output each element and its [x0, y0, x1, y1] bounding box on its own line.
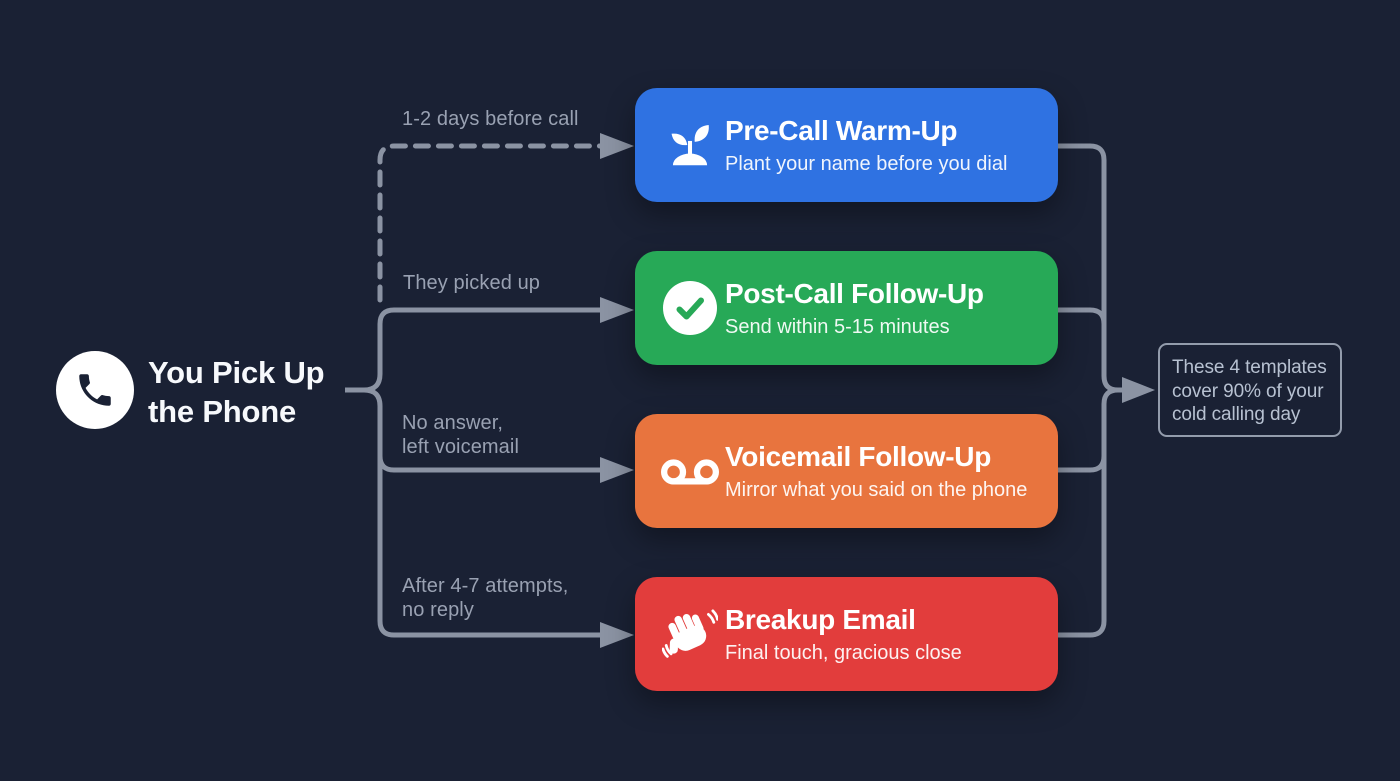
card-subtitle: Mirror what you said on the phone [725, 478, 1028, 501]
arrowhead-voicemail [600, 457, 634, 483]
source-title-line1: You Pick Up [148, 355, 325, 390]
phone-icon [56, 351, 134, 429]
card-precall-warmup: Pre-Call Warm-Up Plant your name before … [635, 88, 1058, 202]
branch-label-precall: 1-2 days before call [402, 108, 579, 130]
card-voicemail-followup: Voicemail Follow-Up Mirror what you said… [635, 414, 1058, 528]
merge-line-postcall [1058, 307, 1107, 325]
branch-label-breakup: After 4-7 attempts, no reply [402, 575, 569, 621]
card-title: Breakup Email [725, 603, 916, 635]
outcome-line1: These 4 templates [1172, 357, 1327, 378]
card-subtitle: Final touch, gracious close [725, 641, 962, 664]
branch-line-postcall [363, 307, 602, 393]
outcome-note: These 4 templates cover 90% of your cold… [1158, 343, 1342, 437]
branch-label-voicemail: No answer, left voicemail [402, 412, 519, 458]
card-subtitle: Plant your name before you dial [725, 152, 1008, 175]
arrowhead-postcall [600, 297, 634, 323]
waving-hand-icon [659, 606, 721, 662]
voicemail-icon [659, 451, 721, 491]
card-title: Pre-Call Warm-Up [725, 114, 958, 146]
merge-line-precall [1058, 143, 1119, 393]
seedling-icon [659, 118, 721, 172]
branch-line-voicemail [377, 455, 602, 473]
arrowhead-precall [600, 133, 634, 159]
branch-line-precall [377, 143, 603, 303]
branch-label-postcall: They picked up [403, 272, 541, 294]
card-title: Post-Call Follow-Up [725, 277, 984, 309]
outcome-line3: cold calling day [1172, 404, 1301, 425]
card-postcall-followup: Post-Call Follow-Up Send within 5-15 min… [635, 251, 1058, 365]
merge-line-voicemail [1058, 455, 1107, 473]
arrowhead-breakup [600, 622, 634, 648]
merge-line-breakup [1058, 387, 1119, 638]
check-circle-icon [659, 281, 721, 335]
card-title: Voicemail Follow-Up [725, 440, 992, 472]
branch-line-breakup [363, 387, 602, 638]
source-title-line2: the Phone [148, 394, 297, 429]
card-breakup-email: Breakup Email Final touch, gracious clos… [635, 577, 1058, 691]
arrowhead-outcome [1122, 377, 1155, 403]
source-title: You Pick Up the Phone [148, 353, 325, 431]
outcome-line2: cover 90% of your [1172, 380, 1324, 402]
card-subtitle: Send within 5-15 minutes [725, 315, 950, 338]
